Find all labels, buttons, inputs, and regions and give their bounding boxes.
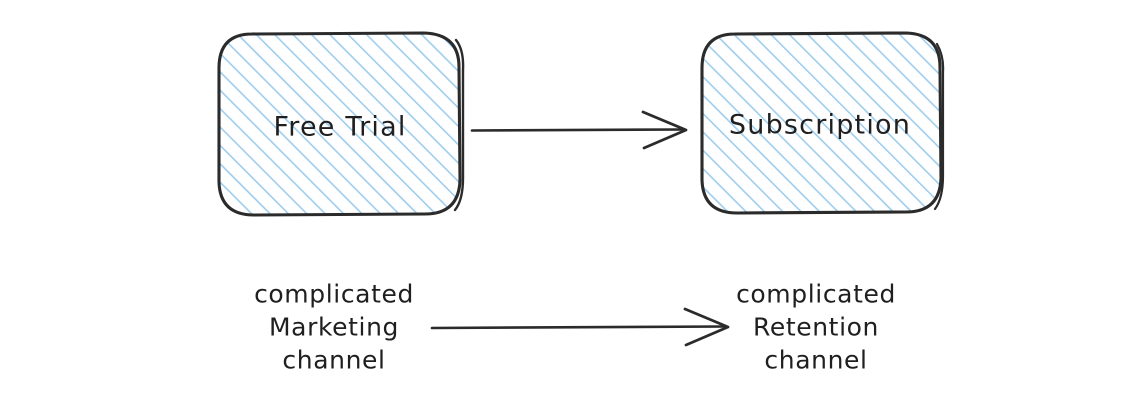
edge-trial-to-subscription[interactable] (470, 110, 688, 150)
node-subscription-outline (700, 31, 943, 215)
edge-marketing-to-retention-arrowhead-icon (683, 307, 730, 347)
edge-trial-to-subscription-arrowhead-icon (641, 110, 688, 150)
edge-marketing-to-retention-line (430, 325, 728, 330)
node-subscription-fill (702, 33, 941, 213)
node-subscription-outline-sketch (933, 42, 945, 211)
node-free-trial-fill (219, 33, 460, 215)
edge-trial-to-subscription-line (470, 128, 686, 132)
node-free-trial-outline-sketch (453, 38, 465, 212)
node-subscription[interactable] (700, 31, 945, 215)
node-free-trial[interactable] (217, 31, 465, 217)
edge-marketing-to-retention[interactable] (430, 307, 730, 347)
node-free-trial-outline (217, 31, 462, 217)
